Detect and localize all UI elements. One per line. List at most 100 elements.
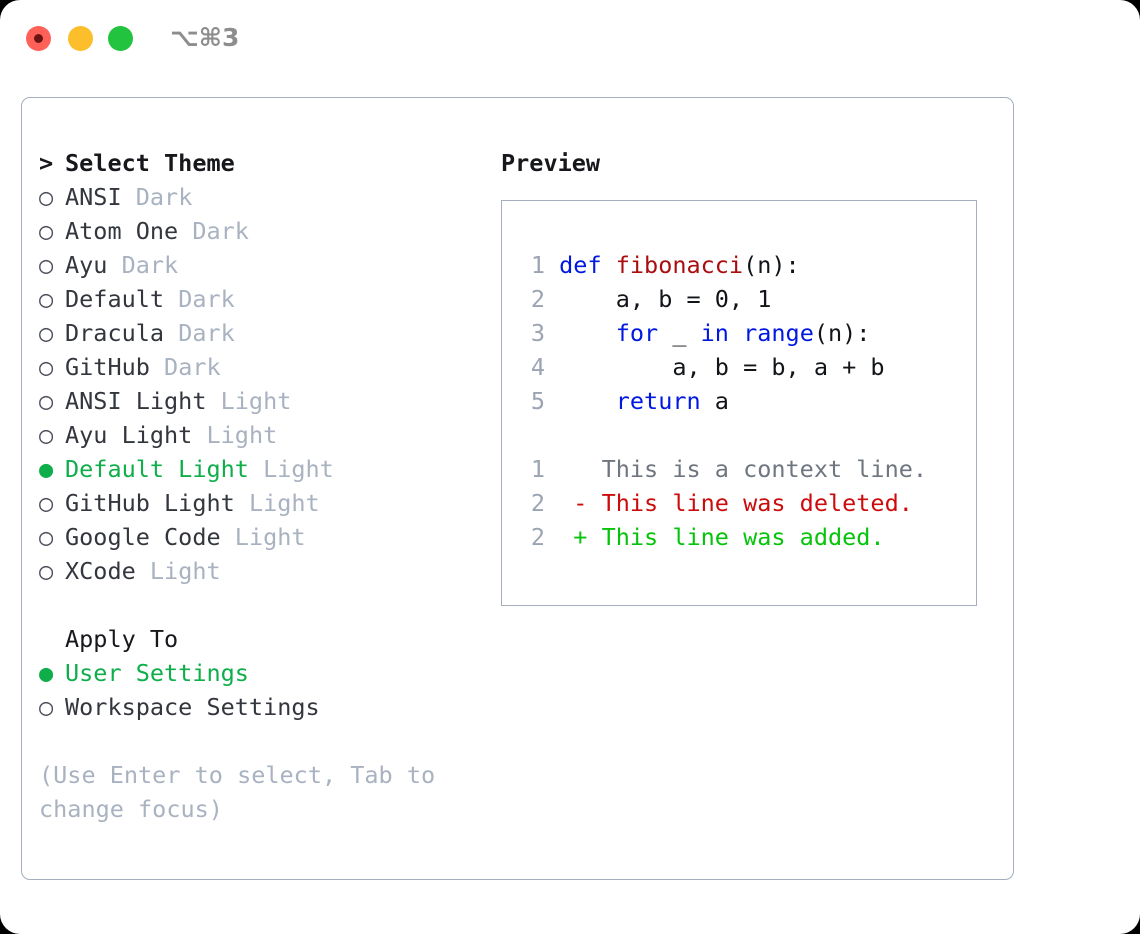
diff-line: 2 - This line was deleted. [517,486,968,520]
radio-unselected-icon: ○ [39,523,54,551]
code-token: for [615,319,659,347]
line-number: 2 [530,489,545,517]
diff-sign [573,455,587,483]
diff-sign: + [573,523,588,551]
code-token: _ [658,319,701,347]
theme-option-label: Ayu Light [65,421,193,449]
radio-selected-icon: ● [39,455,54,483]
gutter-gap [545,523,573,551]
code-line: 1 def fibonacci(n): [517,248,968,282]
theme-option-github[interactable]: ○GitHub Dark [39,350,499,384]
code-token [729,319,743,347]
page-title: Select Theme [65,149,235,177]
theme-variant-badge: Dark [178,319,235,347]
theme-option-label: ANSI Light [65,387,207,415]
theme-picker-card: >Select Theme ○ANSI Dark○Atom One Dark○A… [21,97,1014,880]
theme-option-default[interactable]: ○Default Dark [39,282,499,316]
apply-to-heading: Apply To [39,622,499,656]
theme-variant-badge: Dark [121,251,179,279]
theme-option-ayu[interactable]: ○Ayu Dark [39,248,499,282]
radio-unselected-icon: ○ [39,693,54,721]
theme-option-google-code[interactable]: ○ Google Code Light [39,520,499,554]
label-gap [164,285,178,313]
preview-column: Preview 1 def fibonacci(n): 2 a, b = 0, 1… [501,146,991,606]
radio-unselected-icon: ○ [39,319,54,347]
theme-option-ansi[interactable]: ○ANSI Dark [39,180,499,214]
theme-variant-badge: Light [206,421,278,449]
preview-title: Preview [501,149,601,177]
theme-variant-badge: Light [220,387,292,415]
line-number: 1 [530,455,545,483]
line-number: 3 [530,319,545,347]
theme-option-ansi-light[interactable]: ○ANSI Light Light [39,384,499,418]
radio-unselected-icon: ○ [39,217,54,245]
code-token: return [615,387,701,415]
theme-option-label: Dracula [65,319,165,347]
gutter-gap [545,251,559,279]
label-gap [249,455,263,483]
diff-line: 2 + This line was added. [517,520,968,554]
theme-option-label: Atom One [65,217,179,245]
apply-to-option-user-settings[interactable]: ● User Settings [39,656,499,690]
theme-variant-badge: Light [248,489,320,517]
code-token: a, b = 0, 1 [559,285,772,313]
prompt-caret-icon: > [39,149,54,177]
theme-variant-badge: Light [149,557,221,585]
theme-option-label: Google Code [65,523,221,551]
label-gap [192,421,206,449]
theme-option-xcode[interactable]: ○XCode Light [39,554,499,588]
theme-option-label: Default [65,285,165,313]
list-spacer [39,588,499,622]
theme-option-atom-one[interactable]: ○Atom One Dark [39,214,499,248]
code-token: range [743,319,814,347]
label-gap [150,353,164,381]
theme-option-label: GitHub Light [65,489,235,517]
apply-to-option-list: ● User Settings ○ Workspace Settings [39,656,499,724]
gutter-gap [545,319,559,347]
theme-variant-badge: Dark [178,285,235,313]
line-number: 2 [530,285,545,313]
theme-list-column: >Select Theme ○ANSI Dark○Atom One Dark○A… [39,146,499,826]
radio-selected-icon: ● [39,659,54,687]
theme-variant-badge: Dark [164,353,221,381]
zoom-icon[interactable] [108,26,133,51]
label-gap [122,183,136,211]
theme-option-label: ANSI [65,183,122,211]
code-token [559,387,616,415]
radio-unselected-icon: ○ [39,183,54,211]
gutter-gap [545,353,559,381]
diff-text: This line was added. [587,523,885,551]
apply-to-option-label: Workspace Settings [65,693,320,721]
apply-to-label: Apply To [65,625,179,653]
theme-option-default-light[interactable]: ●Default Light Light [39,452,499,486]
minimize-icon[interactable] [68,26,93,51]
keyboard-shortcut-label: ⌥⌘3 [170,23,240,52]
code-token [559,319,616,347]
radio-unselected-icon: ○ [39,251,54,279]
line-number: 2 [530,523,545,551]
code-token: (n): [813,319,871,347]
theme-option-ayu-light[interactable]: ○Ayu Light Light [39,418,499,452]
radio-unselected-icon: ○ [39,353,54,381]
line-number: 4 [530,353,545,381]
gutter-gap [545,387,559,415]
theme-option-github-light[interactable]: ○ GitHub Light Light [39,486,499,520]
diff-text: This line was deleted. [587,489,913,517]
recording-indicator-icon [34,34,43,43]
code-token: def [559,251,616,279]
radio-unselected-icon: ○ [39,489,54,517]
label-gap [206,387,220,415]
select-theme-header: > Select Theme [39,146,499,180]
label-gap [107,251,121,279]
theme-variant-badge: Light [263,455,334,483]
apply-to-option-label: User Settings [65,659,249,687]
apply-to-option-workspace-settings[interactable]: ○ Workspace Settings [39,690,499,724]
label-gap [136,557,150,585]
theme-option-dracula[interactable]: ○ Dracula Dark [39,316,499,350]
label-gap [235,489,249,517]
diff-text: This is a context line. [587,455,928,483]
theme-variant-badge: Light [234,523,306,551]
